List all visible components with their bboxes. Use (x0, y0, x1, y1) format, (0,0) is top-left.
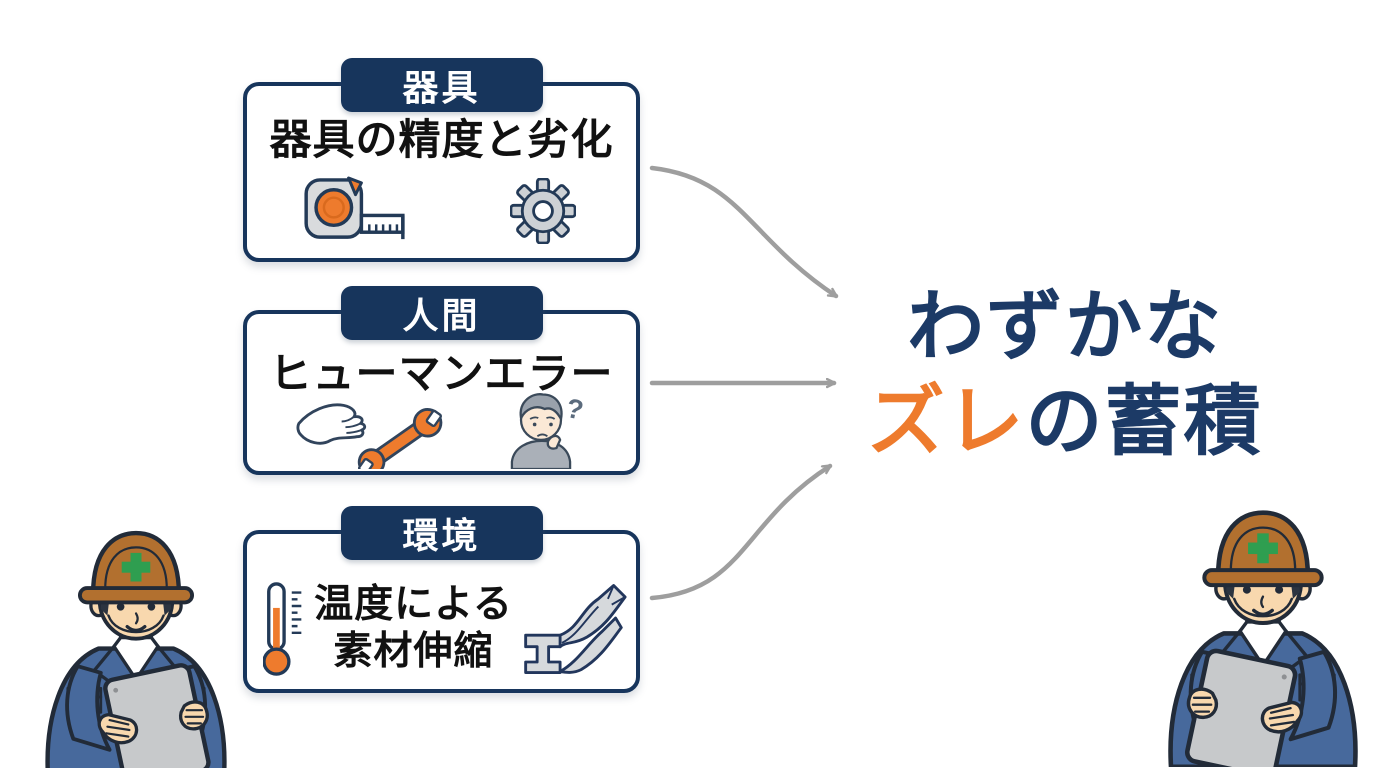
question-mark: ? (563, 392, 586, 426)
arrow-equipment-to-result (649, 165, 839, 299)
equipment-icon-row (247, 164, 636, 248)
result-accent: ズレ (867, 378, 1026, 465)
result-text: わずかな ズレの蓄積 (845, 280, 1285, 469)
thermometer-icon (263, 581, 302, 676)
cause-title-equipment: 器具の精度と劣化 (269, 116, 614, 163)
cause-title-environment: 温度による 素材伸縮 (309, 582, 518, 674)
worker-with-tablet-left (26, 521, 246, 768)
gear-icon (510, 178, 576, 245)
result-line2-rest: の蓄積 (1025, 378, 1263, 465)
arrow-environment-to-result (649, 463, 833, 601)
cause-title-human: ヒューマンエラー (269, 350, 614, 397)
cause-box-equipment: 器具 器具の精度と劣化 (243, 58, 640, 262)
worker-with-tablet-right (1148, 500, 1376, 767)
human-icon-row: ? (293, 389, 592, 469)
cause-box-human: 人間 ヒューマンエラー (243, 286, 640, 475)
cause-tab-environment: 環境 (340, 506, 543, 560)
environment-title-line1: 温度による (314, 583, 513, 627)
confused-person-icon: ? (510, 392, 586, 469)
environment-title-line2: 素材伸縮 (333, 629, 494, 673)
wrench-icon (357, 408, 443, 469)
environment-content: 温度による 素材伸縮 (263, 574, 628, 683)
cause-tab-human: 人間 (340, 286, 543, 340)
result-line1: わずかな (907, 284, 1223, 370)
tape-measure-icon (304, 176, 405, 240)
result-line2: ズレの蓄積 (845, 375, 1285, 470)
warped-beam-icon (524, 583, 627, 674)
hand-reaching-wrench-icon (296, 403, 443, 469)
cause-tab-equipment: 器具 (340, 58, 543, 112)
cause-box-environment: 環境 温度による 素材伸縮 (243, 506, 640, 693)
